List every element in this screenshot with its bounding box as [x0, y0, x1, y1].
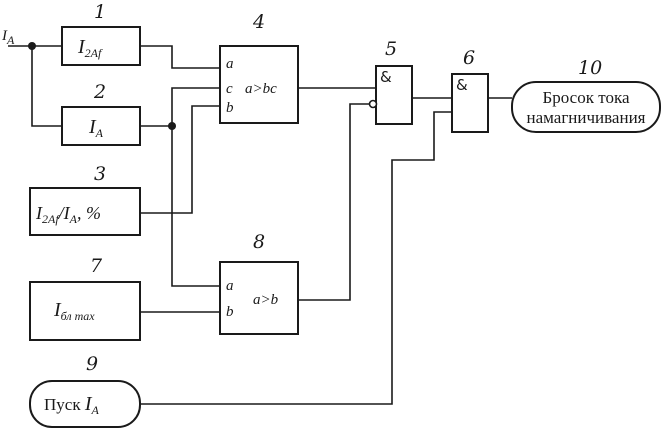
- block-4: 4 a c b a>bc: [219, 11, 299, 124]
- block-6: 6 &: [451, 47, 489, 133]
- block-7-box: [29, 281, 141, 341]
- block-6-function: &: [456, 76, 468, 94]
- wire-to-block2: [31, 46, 62, 127]
- block-10-line-2: намагничивания: [526, 108, 645, 127]
- block-10-number: 10: [578, 57, 602, 79]
- block-2-number: 2: [93, 81, 106, 103]
- block-7-number: 7: [90, 255, 103, 277]
- wire-b9-to-b6: [140, 111, 452, 405]
- block-7: 7 Iбл max: [29, 255, 141, 341]
- wire-b2-to-b8a: [171, 126, 220, 287]
- wires: [8, 45, 512, 405]
- junction-input: [28, 42, 36, 50]
- block-1-box: [61, 26, 141, 66]
- wire-b1-to-b4a: [140, 45, 220, 69]
- block-8-box: [219, 261, 299, 335]
- input-label: IA: [1, 28, 15, 47]
- block-1: 1 I2Af: [61, 1, 141, 66]
- wire-b8-to-b5: [298, 103, 370, 301]
- block-5-inverter: [368, 99, 378, 109]
- block-4-port-b: b: [226, 100, 234, 116]
- block-8-port-a: a: [226, 278, 234, 294]
- block-6-number: 6: [463, 47, 475, 69]
- block-2: 2 IA: [61, 81, 141, 146]
- block-3: 3 I2Af/IA, %: [29, 163, 141, 236]
- block-4-function: a>bc: [245, 81, 277, 97]
- block-10-box: [511, 81, 661, 133]
- block-8: 8 a b a>b: [219, 231, 299, 335]
- block-7-label: Iбл max: [53, 299, 95, 323]
- block-1-number: 1: [94, 1, 106, 23]
- block-5-number: 5: [385, 38, 397, 60]
- wire-b3-to-b4b: [140, 105, 220, 214]
- block-8-number: 8: [253, 231, 265, 253]
- block-4-port-a: a: [226, 56, 234, 72]
- block-8-port-b: b: [226, 304, 234, 320]
- block-2-box: [61, 106, 141, 146]
- block-4-port-c: c: [226, 81, 233, 97]
- block-3-box: [29, 187, 141, 236]
- block-6-box: [451, 73, 489, 133]
- block-9: 9 Пуск IA: [29, 353, 141, 428]
- block-3-number: 3: [94, 163, 106, 185]
- block-5-function: &: [380, 68, 392, 86]
- block-3-label: I2Af/IA, %: [35, 203, 101, 226]
- block-5-box: [375, 65, 413, 125]
- block-10-line-1: Бросок тока: [543, 88, 630, 107]
- junction-b2: [168, 122, 176, 130]
- block-8-function: a>b: [253, 292, 279, 308]
- block-4-number: 4: [252, 11, 265, 33]
- block-4-box: [219, 45, 299, 124]
- block-1-label: I2Af: [77, 36, 103, 60]
- block-9-box: [29, 380, 141, 428]
- block-9-number: 9: [86, 353, 98, 375]
- block-9-label: Пуск IA: [44, 393, 100, 417]
- block-5: 5 &: [368, 38, 413, 125]
- wire-b2-to-b4c: [171, 87, 220, 126]
- block-10: 10 Бросок тока намагничивания: [511, 57, 661, 133]
- block-2-label: IA: [88, 116, 104, 140]
